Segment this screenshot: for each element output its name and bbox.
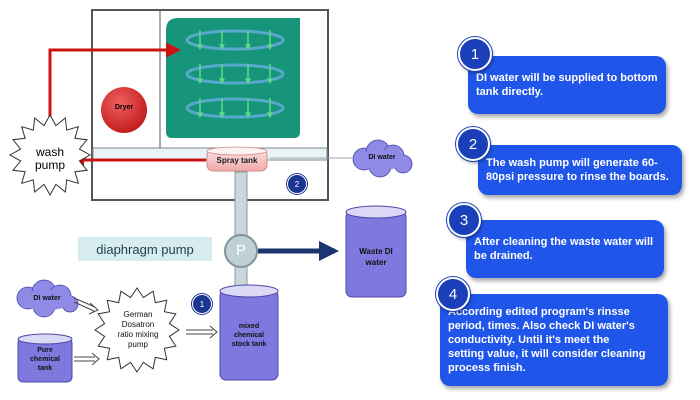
step-2-text: The wash pump will generate 60- 80psi pr… (486, 156, 669, 184)
step-4-line2: period, times. Also check DI water's (448, 320, 635, 332)
mixed-chemical-label-line3: stock tank (231, 341, 267, 348)
main-vertical-pipe (234, 171, 248, 237)
step-4-line5: process finish. (448, 362, 526, 374)
diaphragm-pump-symbol (224, 234, 258, 268)
spray-tank-top (206, 146, 268, 156)
step-2-line1: The wash pump will generate 60- (486, 157, 658, 169)
mixing-pump-label-line4: pump (127, 340, 148, 349)
wash-pump-symbol (8, 113, 92, 197)
step-marker-2: 2 (287, 174, 307, 194)
mixer-to-tank-arrow (186, 325, 218, 339)
step-3-box: After cleaning the waste water will be d… (466, 220, 664, 278)
step-marker-1: 1 (192, 294, 212, 314)
mixed-chemical-label-line2: chemical (234, 332, 264, 339)
waste-tank-label-line1: Waste DI (359, 247, 393, 256)
di-water-cloud-left (16, 279, 79, 318)
pure-chemical-label-line1: Pure (37, 347, 53, 354)
step-3-line1: After cleaning the waste water will (474, 236, 654, 248)
waste-tank-top (345, 205, 407, 219)
swirl-2 (185, 63, 285, 85)
pure-chemical-tank-label: Pure chemical tank (18, 346, 72, 373)
swirl-1 (185, 29, 285, 51)
di-water-left-label: DI water (33, 295, 61, 302)
step-2-line2: 80psi pressure to rinse the boards. (486, 171, 669, 183)
pump-to-chamber-pipe (48, 42, 181, 132)
mixed-chemical-label-line1: mixed (238, 323, 260, 330)
swirl-3 (185, 97, 285, 119)
diaphragm-pump-label-box (78, 237, 212, 261)
step-4-line1: According edited program's rinsse (448, 306, 630, 318)
mixed-chemical-tank-top (219, 284, 279, 298)
waste-tank-label-line2: water (365, 258, 387, 267)
step-1-line1: DI water will be supplied to bottom (476, 72, 658, 84)
di-water-top-label: DI water (368, 154, 396, 161)
step-1-badge: 1 (458, 37, 492, 71)
step-1-line2: tank directly. (476, 86, 544, 98)
mixing-pump-label: German Dosatron ratio mixing pump (100, 310, 176, 350)
mixed-chemical-tank-label: mixed chemical stock tank (220, 322, 278, 349)
mixing-pump-label-line2: Dosatron (121, 320, 155, 329)
pump-symbol-letter: P (235, 242, 246, 259)
step-1-text: DI water will be supplied to bottom tank… (476, 71, 658, 99)
step-3-badge: 3 (447, 203, 481, 237)
step-4-box: According edited program's rinsse period… (440, 294, 668, 386)
step-2-badge: 2 (456, 127, 490, 161)
mixing-pump-label-line1: German (123, 310, 153, 319)
spray-swirls (185, 29, 285, 119)
diaphragm-pump-label: diaphragm pump (96, 242, 194, 257)
mixing-pump-label-line3: ratio mixing (117, 330, 159, 339)
step-2-box: The wash pump will generate 60- 80psi pr… (478, 145, 682, 195)
pure-chemical-label-line3: tank (37, 365, 53, 372)
step-4-text: According edited program's rinsse period… (448, 305, 645, 375)
spray-tank-label: Spray tank (216, 156, 258, 165)
step-3-line2: be drained. (474, 250, 533, 262)
wash-pump-label-line2: pump (34, 158, 66, 172)
dryer-drum (101, 87, 147, 133)
wash-pump-label: wash pump (20, 146, 80, 172)
step-4-line4: setting value, it will consider cleaning (448, 348, 646, 360)
dryer-label: Dryer (114, 104, 134, 111)
waste-tank-label: Waste DI water (346, 246, 406, 268)
step-4-badge: 4 (436, 277, 470, 311)
step-3-text: After cleaning the waste water will be d… (474, 235, 653, 263)
di-water-cloud-top (352, 139, 413, 178)
pure-to-mixer-arrow (74, 352, 100, 366)
pure-chemical-tank-top (17, 333, 73, 345)
step-4-line3: conductivity. Until it's meet the (448, 334, 610, 346)
step-1-box: DI water will be supplied to bottom tank… (468, 56, 666, 114)
pure-chemical-label-line2: chemical (30, 356, 60, 363)
wash-pump-label-line1: wash (35, 145, 64, 159)
di-to-mixer-arrow (73, 297, 99, 315)
mixing-pump-symbol (94, 287, 180, 373)
